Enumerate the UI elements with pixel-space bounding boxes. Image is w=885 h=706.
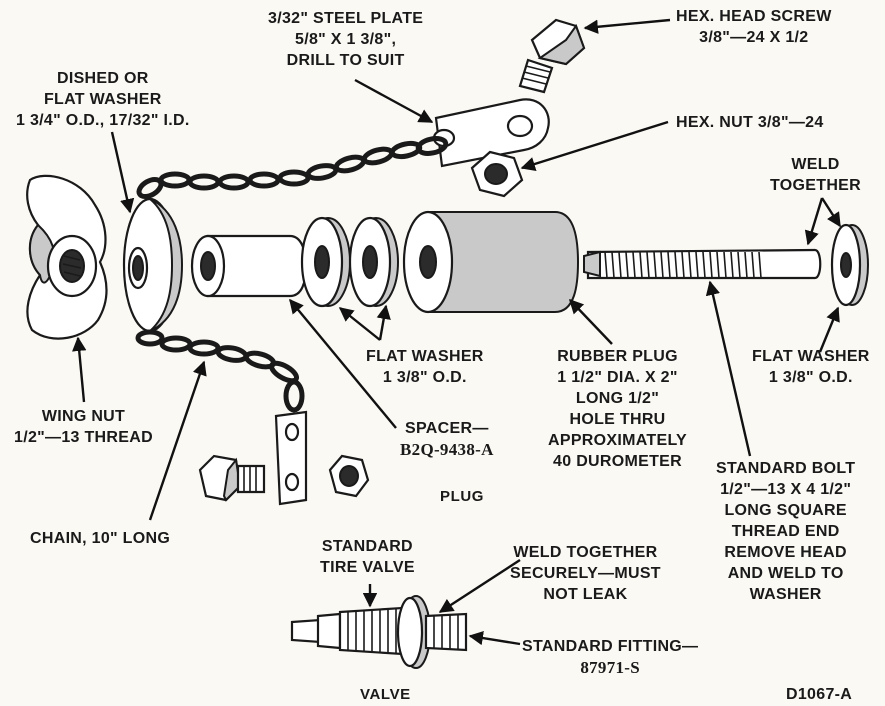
leader-lines (72, 18, 842, 646)
steel-plate-icon (274, 410, 308, 506)
standard-fitting-label: STANDARD FITTING— 87971-S (522, 638, 699, 677)
dished-washer-label: DISHED OR FLAT WASHER 1 3/4" O.D., 17/32… (16, 70, 190, 129)
dished-washer-icon (122, 197, 184, 333)
chain-label: CHAIN, 10" LONG (30, 530, 171, 547)
wing-nut-label: WING NUT 1/2"—13 THREAD (14, 408, 153, 446)
weld-securely-label: WELD TOGETHER SECURELY—MUST NOT LEAK (510, 544, 661, 603)
bolt-icon (583, 248, 822, 280)
hex-nut-label: HEX. NUT 3/8"—24 (676, 114, 824, 131)
hex-nut-icon (328, 454, 370, 498)
weld-together-label: WELD TOGETHER (770, 156, 862, 194)
hex-screw-icon (518, 18, 586, 94)
steel-plate-icon (432, 98, 550, 168)
flat-washer-icon (830, 223, 869, 307)
flat-washer-icon (300, 216, 399, 308)
flat-washer-mid-label: FLAT WASHER 1 3/8" O.D. (366, 348, 484, 386)
hex-screw-icon (198, 454, 266, 502)
flat-washer-right-label: FLAT WASHER 1 3/8" O.D. (752, 348, 870, 386)
steel-plate-label: 3/32" STEEL PLATE 5/8" X 1 3/8", DRILL T… (268, 10, 424, 69)
tire-valve-label: STANDARD TIRE VALVE (320, 538, 415, 576)
hex-head-screw-label: HEX. HEAD SCREW 3/8"—24 X 1/2 (676, 8, 832, 46)
figure-id: D1067-A (786, 686, 853, 703)
hex-nut-icon (470, 150, 524, 198)
chain-icon (135, 329, 305, 413)
plug-caption: PLUG (440, 488, 485, 505)
valve-caption: VALVE (360, 686, 411, 703)
tire-valve-icon (290, 595, 468, 669)
spacer-icon (190, 234, 308, 298)
rubber-plug-label: RUBBER PLUG 1 1/2" DIA. X 2" LONG 1/2" H… (548, 348, 688, 470)
wing-nut-icon (26, 174, 108, 340)
standard-bolt-label: STANDARD BOLT 1/2"—13 X 4 1/2" LONG SQUA… (716, 460, 856, 603)
chain-icon (136, 136, 449, 200)
rubber-plug-icon (402, 210, 580, 314)
spacer-label: SPACER— B2Q-9438-A (400, 420, 494, 459)
